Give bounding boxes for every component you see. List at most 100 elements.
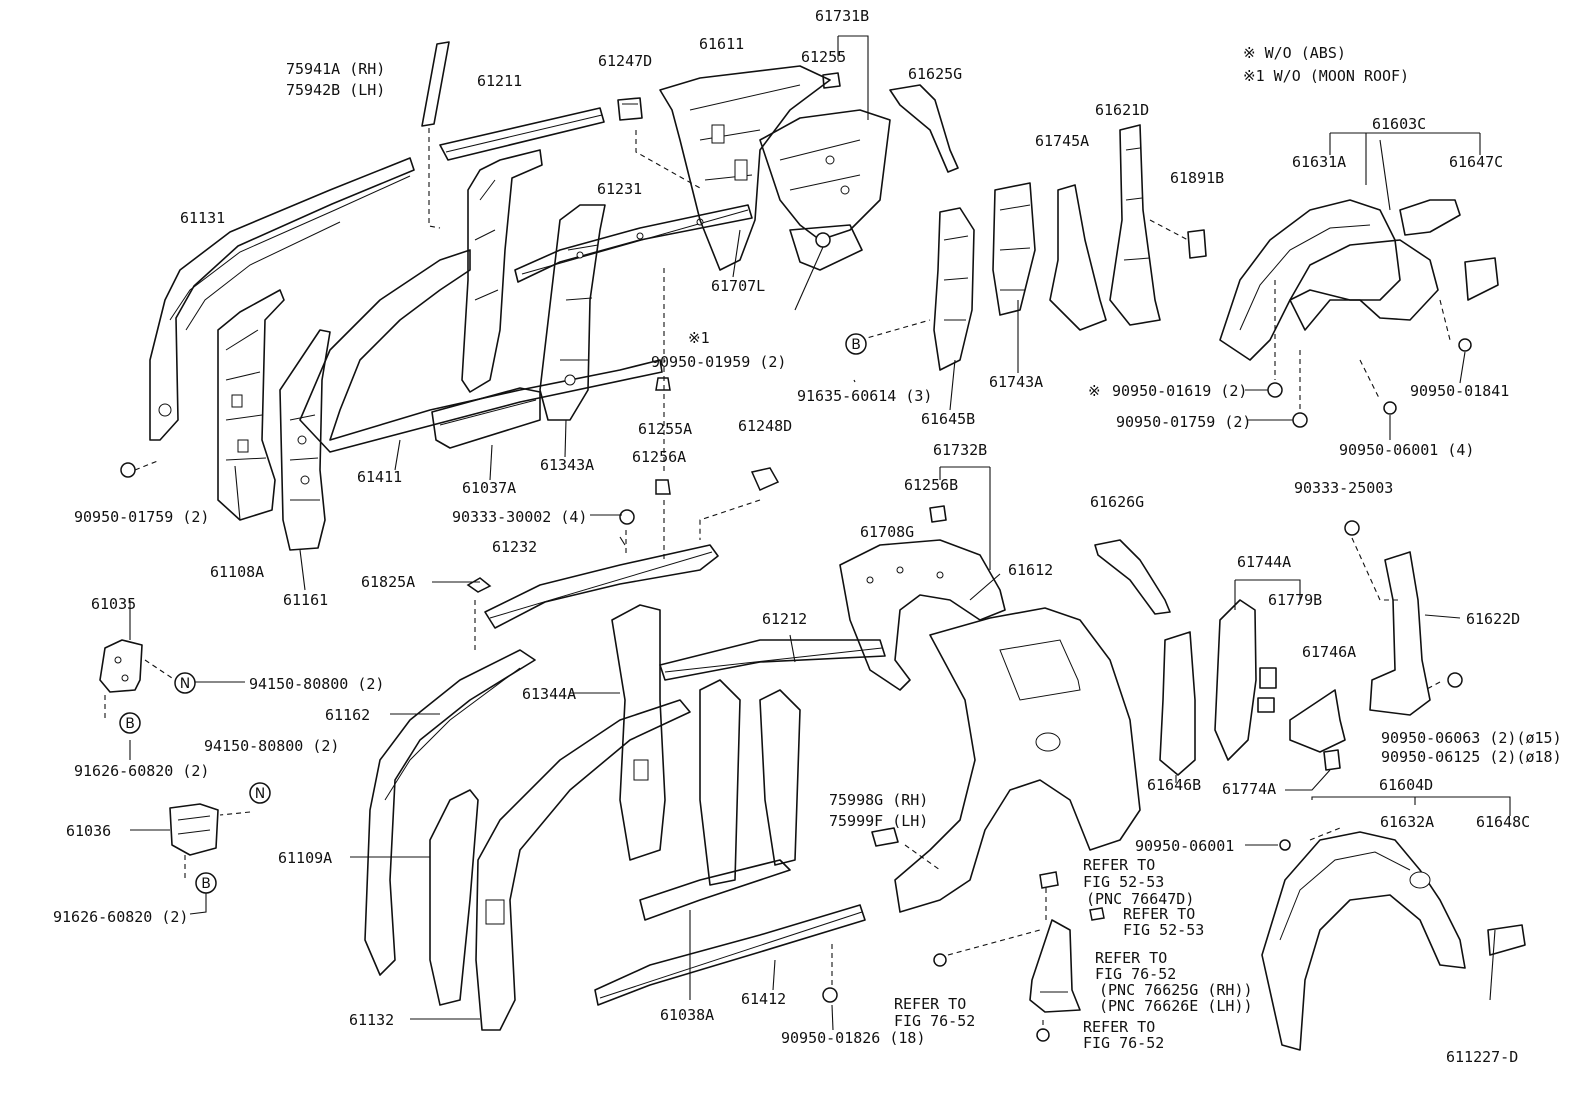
part-61343a-b-pillar bbox=[539, 204, 606, 421]
label-61211: 61211 bbox=[477, 72, 522, 90]
ref-3-d: (PNC 76626E (LH)) bbox=[1099, 997, 1253, 1015]
label-90950-06125: 90950-06125 (2)(ø18) bbox=[1381, 748, 1562, 766]
part-61612-quarter-outer bbox=[894, 607, 1141, 913]
part-61412-rocker bbox=[594, 904, 866, 1006]
label-90950-06001: 90950-06001 bbox=[1135, 837, 1234, 855]
part-61626g bbox=[1094, 539, 1171, 615]
part-61256b-clip bbox=[929, 505, 947, 523]
label-94150-80800-a: 94150-80800 (2) bbox=[249, 675, 384, 693]
label-61256b: 61256B bbox=[904, 476, 958, 494]
label-61604d: 61604D bbox=[1379, 776, 1433, 794]
ref-4-b: FIG 76-52 bbox=[894, 1012, 975, 1030]
label-61162: 61162 bbox=[325, 706, 370, 724]
part-61622d bbox=[1369, 551, 1431, 716]
figure-id: 611227-D bbox=[1446, 1048, 1518, 1066]
part-mudflap bbox=[1029, 919, 1081, 1013]
ref-5-a: REFER TO bbox=[1083, 1018, 1155, 1036]
leader-lines bbox=[129, 35, 1511, 1031]
part-61212-roof-side bbox=[659, 639, 886, 681]
part-75941a-strip bbox=[421, 41, 450, 127]
label-61412: 61412 bbox=[741, 990, 786, 1008]
label-90950-01619: 90950-01619 (2) bbox=[1112, 382, 1247, 400]
label-94150-80800-b: 94150-80800 (2) bbox=[204, 737, 339, 755]
part-61109a-pillar bbox=[429, 789, 479, 1006]
label-61231: 61231 bbox=[597, 180, 642, 198]
label-61161: 61161 bbox=[283, 591, 328, 609]
label-61632a: 61632A bbox=[1380, 813, 1434, 831]
part-61648c bbox=[1487, 924, 1526, 956]
note-wo-moon-roof: ※1 W/O (MOON ROOF) bbox=[1243, 67, 1409, 85]
label-61731b: 61731B bbox=[815, 7, 869, 25]
label-61343a: 61343A bbox=[540, 456, 594, 474]
label-75942b: 75942B (LH) bbox=[286, 81, 385, 99]
part-61646b bbox=[1159, 631, 1196, 776]
circle-b-2: B bbox=[125, 716, 135, 732]
circle-b-1: B bbox=[851, 337, 861, 353]
part-75998g-plate bbox=[871, 827, 899, 847]
note-wo-abs: ※ W/O (ABS) bbox=[1243, 44, 1346, 62]
part-61344a bbox=[611, 604, 666, 861]
label-61611: 61611 bbox=[699, 35, 744, 53]
part-61132-pillar bbox=[475, 699, 691, 1031]
part-61411-side-panel bbox=[299, 149, 663, 453]
label-61256a: 61256A bbox=[632, 448, 686, 466]
ref-1-a: REFER TO bbox=[1083, 856, 1155, 874]
label-90333-25003: 90333-25003 bbox=[1294, 479, 1393, 497]
ref-3-c: (PNC 76625G (RH)) bbox=[1099, 981, 1253, 999]
label-61648c: 61648C bbox=[1476, 813, 1530, 831]
label-61411: 61411 bbox=[357, 468, 402, 486]
label-61707l: 61707L bbox=[711, 277, 765, 295]
ref-3-a: REFER TO bbox=[1095, 949, 1167, 967]
label-61035: 61035 bbox=[91, 595, 136, 613]
label-61625g: 61625G bbox=[908, 65, 962, 83]
part-61744a bbox=[1214, 599, 1257, 761]
ref-2-a: REFER TO bbox=[1123, 905, 1195, 923]
part-61108a-pillar-inner bbox=[217, 289, 285, 521]
fasteners bbox=[120, 232, 1472, 1042]
label-90333-30002: 90333-30002 (4) bbox=[452, 508, 587, 526]
part-labels: ※ W/O (ABS) ※1 W/O (MOON ROOF) ※1 ※ 6112… bbox=[53, 7, 1562, 1066]
part-61037a-rocker bbox=[431, 387, 541, 449]
label-90950-01841: 90950-01841 bbox=[1410, 382, 1509, 400]
part-61743a bbox=[992, 182, 1036, 316]
part-61231-rail bbox=[514, 204, 753, 283]
part-61645b bbox=[933, 207, 975, 371]
part-61604d-wheel-housing bbox=[1261, 831, 1466, 1051]
label-75999f: 75999F (LH) bbox=[829, 812, 928, 830]
part-61774a bbox=[1323, 749, 1341, 771]
label-61891b: 61891B bbox=[1170, 169, 1224, 187]
label-61255a: 61255A bbox=[638, 420, 692, 438]
label-61132: 61132 bbox=[349, 1011, 394, 1029]
part-61161-a-pillar bbox=[279, 329, 331, 551]
label-61621d: 61621D bbox=[1095, 101, 1149, 119]
part-61131-roof-rail bbox=[149, 157, 415, 441]
label-61212: 61212 bbox=[762, 610, 807, 628]
label-61645b: 61645B bbox=[921, 410, 975, 428]
ref-2-b: FIG 52-53 bbox=[1123, 921, 1204, 939]
part-61211-roof-side bbox=[439, 107, 605, 161]
part-61621d bbox=[1109, 124, 1161, 326]
label-61131: 61131 bbox=[180, 209, 225, 227]
part-61255-clip bbox=[822, 72, 841, 89]
label-61037a: 61037A bbox=[462, 479, 516, 497]
dashed-connectors bbox=[104, 128, 1451, 1030]
label-90950-01759-a: 90950-01759 (2) bbox=[74, 508, 209, 526]
label-91626-60820-b: 91626-60820 (2) bbox=[53, 908, 188, 926]
label-61746a: 61746A bbox=[1302, 643, 1356, 661]
label-61622d: 61622D bbox=[1466, 610, 1520, 628]
circle-n-2: N bbox=[255, 786, 265, 802]
label-61647c: 61647C bbox=[1449, 153, 1503, 171]
label-61646b: 61646B bbox=[1147, 776, 1201, 794]
label-75998g: 75998G (RH) bbox=[829, 791, 928, 809]
circle-n-1: N bbox=[180, 676, 190, 692]
part-61611-quarter-upper bbox=[659, 65, 831, 271]
part-61603c-wheel-housing bbox=[1219, 199, 1499, 361]
part-61746a bbox=[1289, 689, 1346, 753]
label-61774a: 61774A bbox=[1222, 780, 1276, 798]
note-mark1: ※1 bbox=[688, 329, 710, 347]
part-61891b bbox=[1187, 229, 1207, 259]
label-61255: 61255 bbox=[801, 48, 846, 66]
label-61743a: 61743A bbox=[989, 373, 1043, 391]
